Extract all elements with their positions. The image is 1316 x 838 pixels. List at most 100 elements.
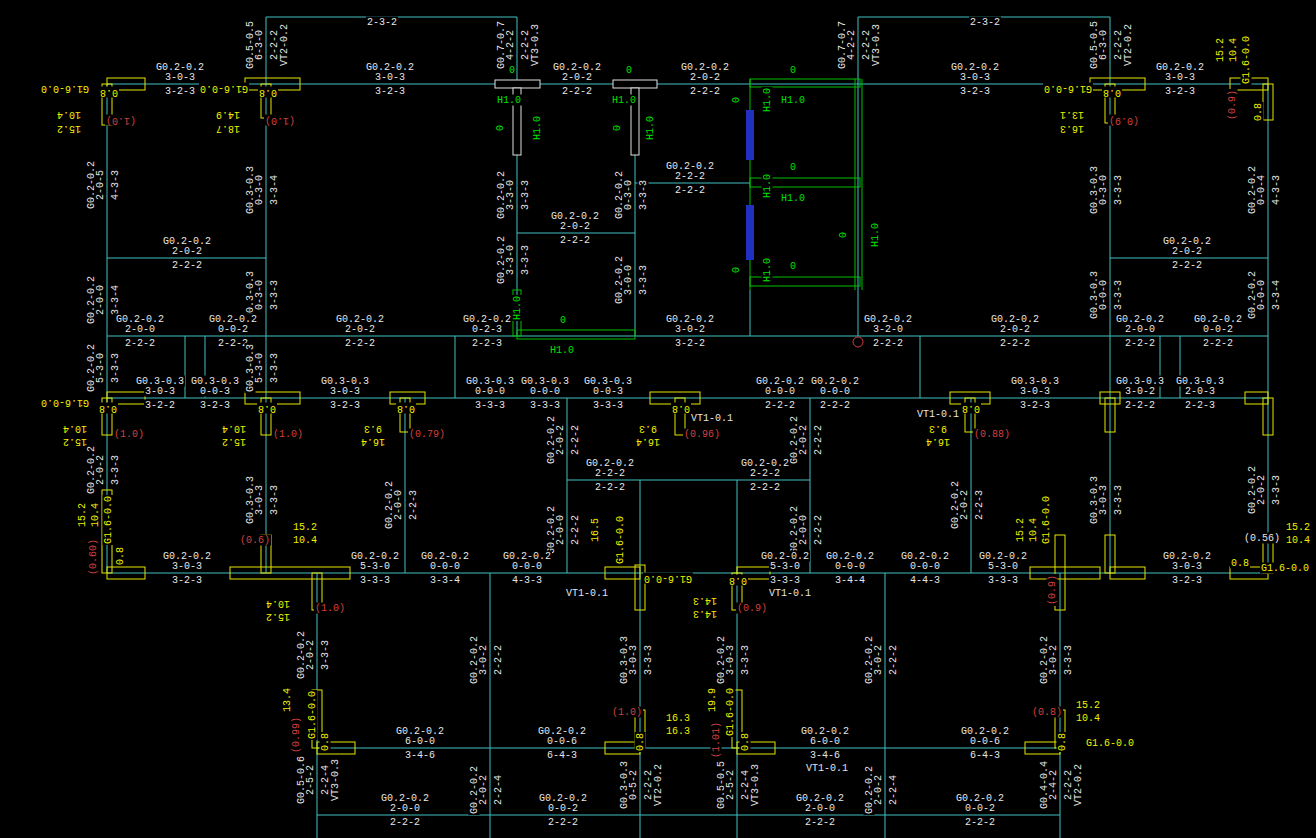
- beam-label: 2-2-2: [389, 817, 421, 828]
- column-label: 10.4: [90, 502, 101, 528]
- column-label: 15.2: [292, 522, 318, 533]
- column-label: 10.4: [1228, 37, 1239, 63]
- beam-label: 6-0-0: [809, 736, 841, 747]
- beam-label: 2-0-2: [1256, 474, 1267, 506]
- beam-label: 3-0-3: [329, 386, 361, 397]
- beam-label: 0-0-3: [199, 386, 231, 397]
- beam-label: 2-0-2: [555, 424, 566, 456]
- opening-label: H1.0: [549, 345, 575, 356]
- column-label: 0.8: [258, 87, 278, 98]
- beam-label: 6-4-3: [546, 750, 578, 761]
- beam-label: 3-2-3: [1019, 400, 1051, 411]
- opening-label: 0: [789, 162, 797, 173]
- column-label: 14.3: [692, 595, 718, 606]
- beam-label: 3-2-3: [374, 86, 406, 97]
- beam-label: 5-3-0: [95, 352, 106, 384]
- column-label: 18.7: [215, 123, 241, 134]
- column-label: 10.4: [265, 598, 291, 609]
- ratio-label: (1.0): [113, 429, 145, 440]
- ratio-label: (0.96): [683, 429, 721, 440]
- column-label: 10.4: [1028, 517, 1039, 543]
- beam-label: 3-0-3: [1098, 484, 1109, 516]
- beam-label: 3-4-6: [404, 750, 436, 761]
- column-label: 0.8: [320, 732, 331, 752]
- beam-label: 3-3-0: [505, 244, 516, 276]
- opening-label: H1.0: [611, 95, 637, 106]
- beam-label: 3-3-3: [1113, 174, 1124, 206]
- column-label: G1.6-0.0: [103, 495, 114, 545]
- marker-circle: [853, 337, 863, 347]
- beam-label: 0-0-0: [819, 386, 851, 397]
- beam-label: 2-2-2: [493, 644, 504, 676]
- beam-label: 6-3-0: [254, 29, 265, 61]
- beam-label: 0-0-0: [429, 561, 461, 572]
- column-label: 0.8: [98, 403, 118, 414]
- beam-label: 2-0-0: [95, 284, 106, 316]
- beam-label: VT3-0.3: [530, 23, 541, 67]
- beam-label: 3-2-3: [164, 86, 196, 97]
- beam-label: 3-3-3: [269, 279, 280, 311]
- column-label: G1.6-0.0: [615, 515, 626, 565]
- beam-label: 2-2-2: [819, 400, 851, 411]
- beam-lines: [107, 17, 1268, 838]
- column-label: 10.4: [221, 423, 247, 434]
- beam-label: 3-3-3: [769, 575, 801, 586]
- column-outline: [1105, 535, 1115, 573]
- beam-label: VT3-0.3: [871, 23, 882, 67]
- beam-label: 2-2-2: [1124, 400, 1156, 411]
- opening-label: 0: [612, 124, 623, 132]
- beam-label: 2-2-4: [888, 774, 899, 806]
- opening-label: H1.0: [762, 173, 773, 199]
- ratio-label: (0.9): [1227, 89, 1238, 121]
- beam-label: 3-0-3: [1164, 72, 1196, 83]
- ratio-label: (1.0): [611, 707, 643, 718]
- beam-label: 3-3-3: [269, 484, 280, 516]
- beam-label: 2-2-2: [1202, 338, 1234, 349]
- column-label: 10.4: [1075, 713, 1101, 724]
- beam-label: 2-2-2: [559, 235, 591, 246]
- beam-label: 3-3-4: [429, 575, 461, 586]
- beam-label: 5-3-0: [359, 561, 391, 572]
- beam-label: 3-0-2: [1124, 386, 1156, 397]
- beam-label: 2-2-4: [493, 774, 504, 806]
- beam-label: 2-2-2: [689, 86, 721, 97]
- opening-label: H1.0: [870, 222, 881, 248]
- column-label: 10.4: [292, 535, 318, 546]
- column-label: 13.4: [282, 687, 293, 713]
- beam-label: 3-3-3: [1113, 484, 1124, 516]
- wall-openings: [513, 79, 862, 339]
- beam-label: 2-2-2: [561, 86, 593, 97]
- opening-label: 0: [625, 65, 633, 76]
- beam-label: (0.56): [1243, 533, 1281, 544]
- beam-label: 0-0-0: [909, 561, 941, 572]
- column-outline: [1263, 398, 1273, 435]
- opening-label: H1.0: [762, 87, 773, 113]
- column-label: 0.8: [1102, 87, 1122, 98]
- beam-label: 0-2-3: [471, 324, 503, 335]
- beam-label: 0-0-2: [217, 324, 249, 335]
- wall-columns: [102, 78, 1273, 754]
- beam-label: 3-3-3: [1063, 644, 1074, 676]
- column-label: 16.3: [665, 726, 691, 737]
- column-label: 0.8: [740, 732, 751, 752]
- beam-label: 2-2-3: [974, 489, 985, 521]
- ratio-label: (1.01): [711, 721, 722, 759]
- beam-label: 3-4-4: [834, 575, 866, 586]
- beam-label: 0-3-0: [1098, 174, 1109, 206]
- beam-label: 3-4-6: [809, 750, 841, 761]
- column-label: 0.8: [1057, 732, 1068, 752]
- column-label: 15.2: [1015, 517, 1026, 543]
- beam-label: VT2-0.2: [279, 23, 290, 67]
- beam-label: 3-0-3: [1019, 386, 1051, 397]
- ratio-label: (1.0): [264, 115, 296, 126]
- beam-label: 2-2-2: [764, 400, 796, 411]
- beam-label: 2-2-2: [964, 817, 996, 828]
- beam-label: 3-2-3: [959, 86, 991, 97]
- beam-label: 3-2-3: [171, 575, 203, 586]
- opening-label: H1.0: [762, 257, 773, 283]
- beam-label: 3-3-3: [320, 639, 331, 671]
- beam-label: 2-0-0: [124, 324, 156, 335]
- beam-label: VT2-0.2: [653, 763, 664, 807]
- column-label: 14.3: [692, 608, 718, 619]
